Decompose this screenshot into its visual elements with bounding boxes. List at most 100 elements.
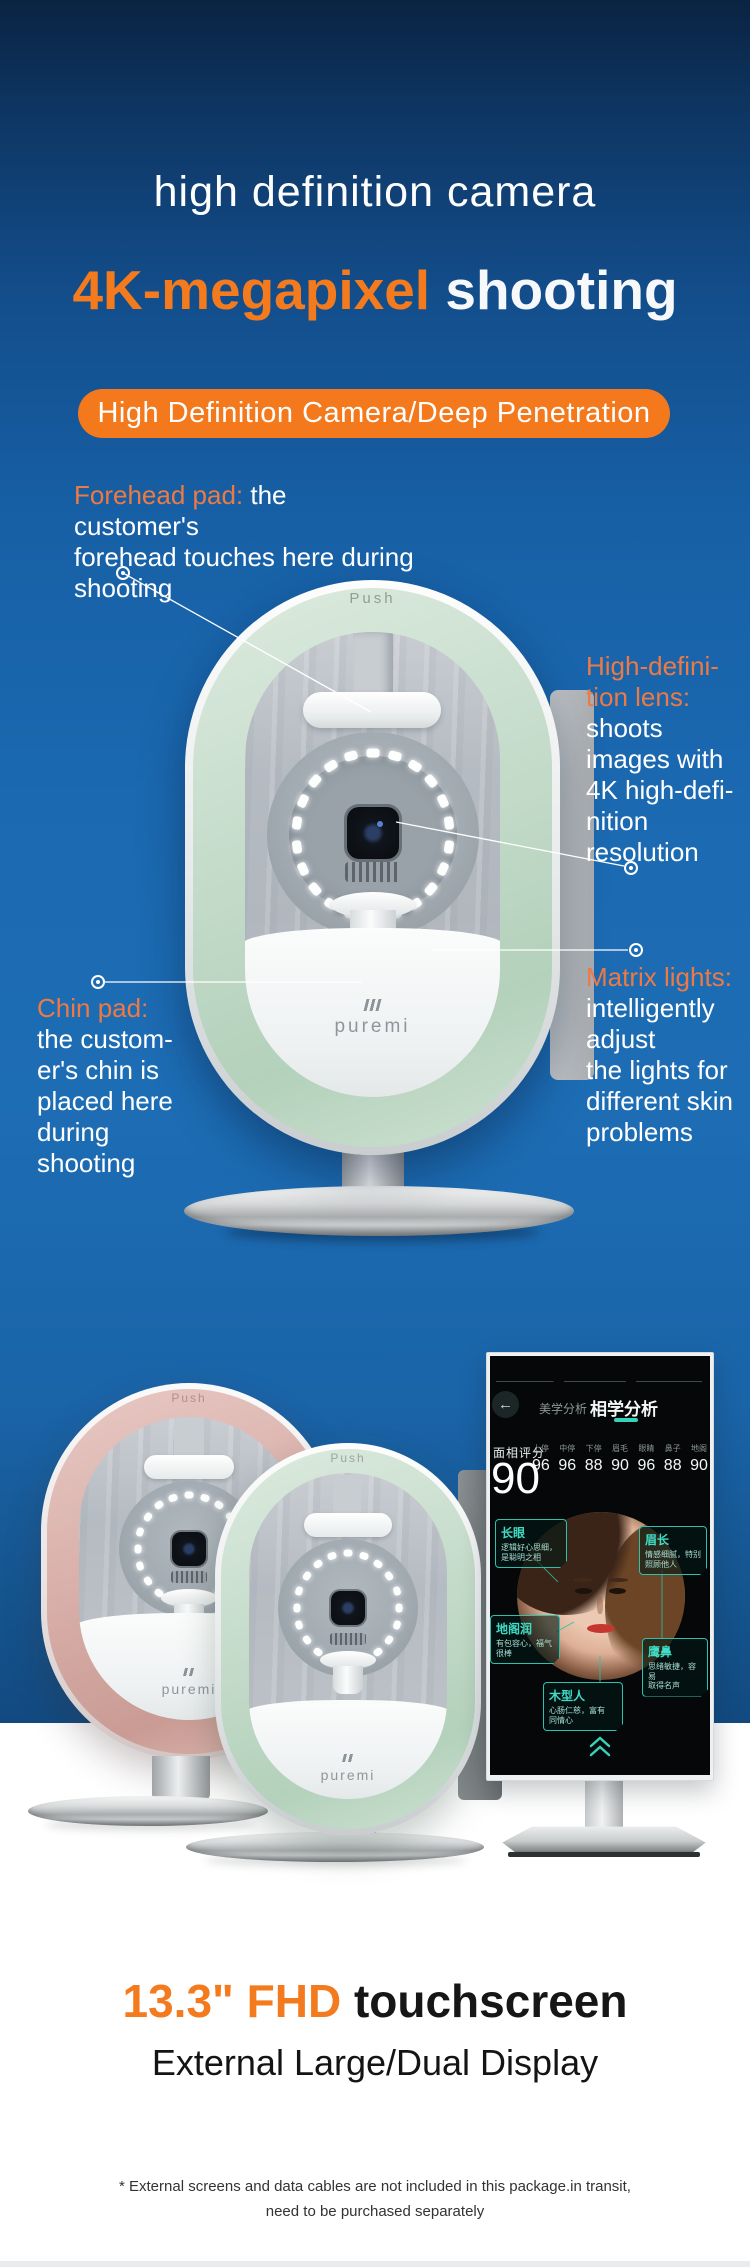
monitor-screen: ← 美学分析 相学分析 面相评分 90 上停 96 中停 96 下停 88: [490, 1356, 710, 1775]
annotation-hd-lens: High-defini- tion lens: shoots images wi…: [586, 651, 746, 868]
footer-note-line: need to be purchased separately: [265, 2203, 485, 2220]
led-light: [134, 1544, 142, 1554]
face-score-value: 90: [491, 1454, 540, 1503]
face-callout-aquiline-nose[interactable]: 鹰鼻 思绪敏捷，容易 取得名声: [642, 1638, 708, 1697]
metric-value: 96: [532, 1457, 550, 1474]
metric-label: 眼睛: [638, 1444, 655, 1453]
forehead-pad: [144, 1455, 234, 1479]
footer-subheadline: External Large/Dual Display: [151, 2042, 599, 2083]
push-label: Push: [330, 1451, 366, 1465]
metric-label: 上停: [532, 1444, 549, 1453]
face-callout-lines: [533, 1557, 663, 1757]
annotation-forehead-head: Forehead pad:: [74, 480, 244, 510]
speaker-grille-icon: [345, 862, 401, 882]
tab-aesthetic-analysis[interactable]: 美学分析: [539, 1402, 588, 1416]
callout-desc: 情感细腻，特别: [645, 1550, 701, 1559]
callout-title: 木型人: [549, 1689, 586, 1703]
metric-column: 下停 88: [585, 1443, 603, 1475]
face-feature: [609, 1588, 626, 1594]
annotation-line: shoots: [586, 713, 663, 743]
camera-lens: [347, 807, 399, 859]
chin-marker-icon: [91, 975, 105, 989]
annotation-lens-head: tion lens:: [586, 682, 691, 712]
tab-physiognomy-analysis[interactable]: 相学分析: [590, 1400, 658, 1419]
callout-desc: 同情心: [549, 1715, 573, 1725]
face-feature: [608, 1578, 628, 1582]
face-callout-long-brows[interactable]: 眉长 情感细腻，特别 照顾他人: [639, 1526, 707, 1575]
metric-value: 90: [690, 1457, 708, 1474]
led-light: [343, 1549, 353, 1557]
brand-logo-icon: [341, 1754, 355, 1762]
annotation-line: placed here: [37, 1086, 173, 1116]
feature-banner: High Definition Camera/Deep Penetration: [78, 389, 670, 438]
face-callout-long-eyes[interactable]: 长眼 逻辑好心思细， 是聪明之相: [495, 1519, 567, 1568]
headline-accent: 4K-megapixel: [72, 259, 431, 321]
feature-banner-label: High Definition Camera/Deep Penetration: [97, 397, 651, 429]
callout-title: 眉长: [645, 1533, 670, 1547]
device-mirror-cavity: puremi: [249, 1473, 447, 1799]
led-light: [443, 816, 455, 831]
annotation-lens-head: High-defini-: [586, 651, 719, 681]
callout-desc: 思绪敏捷，容易: [648, 1662, 696, 1681]
face-callout-wood-type[interactable]: 木型人 心肠仁慈，富有 同情心: [543, 1682, 623, 1731]
brand-logo: puremi: [245, 998, 500, 1038]
metric-column: 中停 96: [558, 1443, 576, 1475]
monitor-stand-base: [502, 1826, 706, 1856]
annotation-matrix-lights: Matrix lights: intelligently adjust the …: [586, 962, 746, 1148]
annotation-forehead-pad: Forehead pad: the customer's forehead to…: [74, 480, 414, 604]
face-score-label: 面相评分: [493, 1446, 546, 1460]
device-mirror-cavity: puremi: [245, 632, 500, 1097]
led-light: [366, 748, 380, 758]
forehead-pad-arm: [333, 1475, 361, 1517]
forehead-pad-arm: [174, 1417, 204, 1459]
metric-value: 96: [637, 1457, 656, 1474]
metric-label: 下停: [585, 1444, 602, 1453]
metric-label: 眉毛: [611, 1444, 628, 1453]
callout-desc: 有包容心，福气: [496, 1639, 552, 1648]
annotation-line: shooting: [37, 1148, 136, 1178]
forehead-marker-icon: [116, 566, 130, 580]
metric-value: 88: [663, 1457, 682, 1474]
headline-rest: shooting: [430, 259, 678, 321]
chevron-up-icon: [589, 1745, 611, 1757]
annotation-line: the custom-: [37, 1024, 173, 1054]
metric-value: 90: [611, 1457, 629, 1474]
chevron-up-icon: [589, 1736, 611, 1748]
annotation-line: adjust: [586, 1024, 656, 1054]
metric-column: 上停 96: [532, 1443, 550, 1475]
metrics-row: 上停 96 中停 96 下停 88 眉毛 90 眼睛 96: [532, 1443, 708, 1475]
annotation-line: resolution: [586, 837, 699, 867]
camera-lens: [172, 1532, 206, 1566]
led-light: [184, 1491, 194, 1499]
callout-desc: 取得名声: [648, 1681, 680, 1690]
brand-logo-icon: [182, 1668, 196, 1676]
chin-pad: [161, 1589, 217, 1607]
metric-value: 96: [558, 1457, 577, 1474]
face-feature: [575, 1588, 592, 1594]
matrix-marker-icon: [629, 943, 643, 957]
footer-note-line: * External screens and data cables are n…: [119, 2178, 631, 2195]
face-callout-full-chin[interactable]: 地阁润 有包容心，福气 很棒: [490, 1615, 560, 1664]
back-button[interactable]: ←: [492, 1391, 519, 1418]
annotation-line: during: [37, 1117, 110, 1147]
callout-desc: 心肠仁慈，富有: [549, 1706, 605, 1715]
callout-desc: 逻辑好心思细，: [501, 1543, 557, 1552]
callout-desc: 很棒: [496, 1648, 512, 1658]
device-lower-tray: [249, 1700, 447, 1799]
footer-headline-rest: touchscreen: [341, 1975, 628, 2027]
monitor-stand-pole: [585, 1781, 623, 1829]
status-divider: [496, 1381, 702, 1382]
device-base-disc: [28, 1796, 268, 1826]
led-light: [395, 1603, 403, 1613]
headline: 4K-megapixel shooting: [0, 258, 750, 322]
brand-logo: puremi: [249, 1749, 447, 1783]
annotation-chin-head: Chin pad:: [37, 993, 149, 1023]
annotation-line: nition: [586, 806, 649, 836]
metric-label: 鼻子: [664, 1444, 681, 1453]
metric-column: 鼻子 88: [664, 1443, 682, 1475]
metric-column: 地阁 90: [690, 1443, 708, 1475]
callout-desc: 是聪明之相: [501, 1552, 541, 1562]
device-stand-neck: [152, 1756, 210, 1800]
forehead-pad: [304, 1513, 392, 1537]
speaker-grille-icon: [330, 1633, 366, 1645]
